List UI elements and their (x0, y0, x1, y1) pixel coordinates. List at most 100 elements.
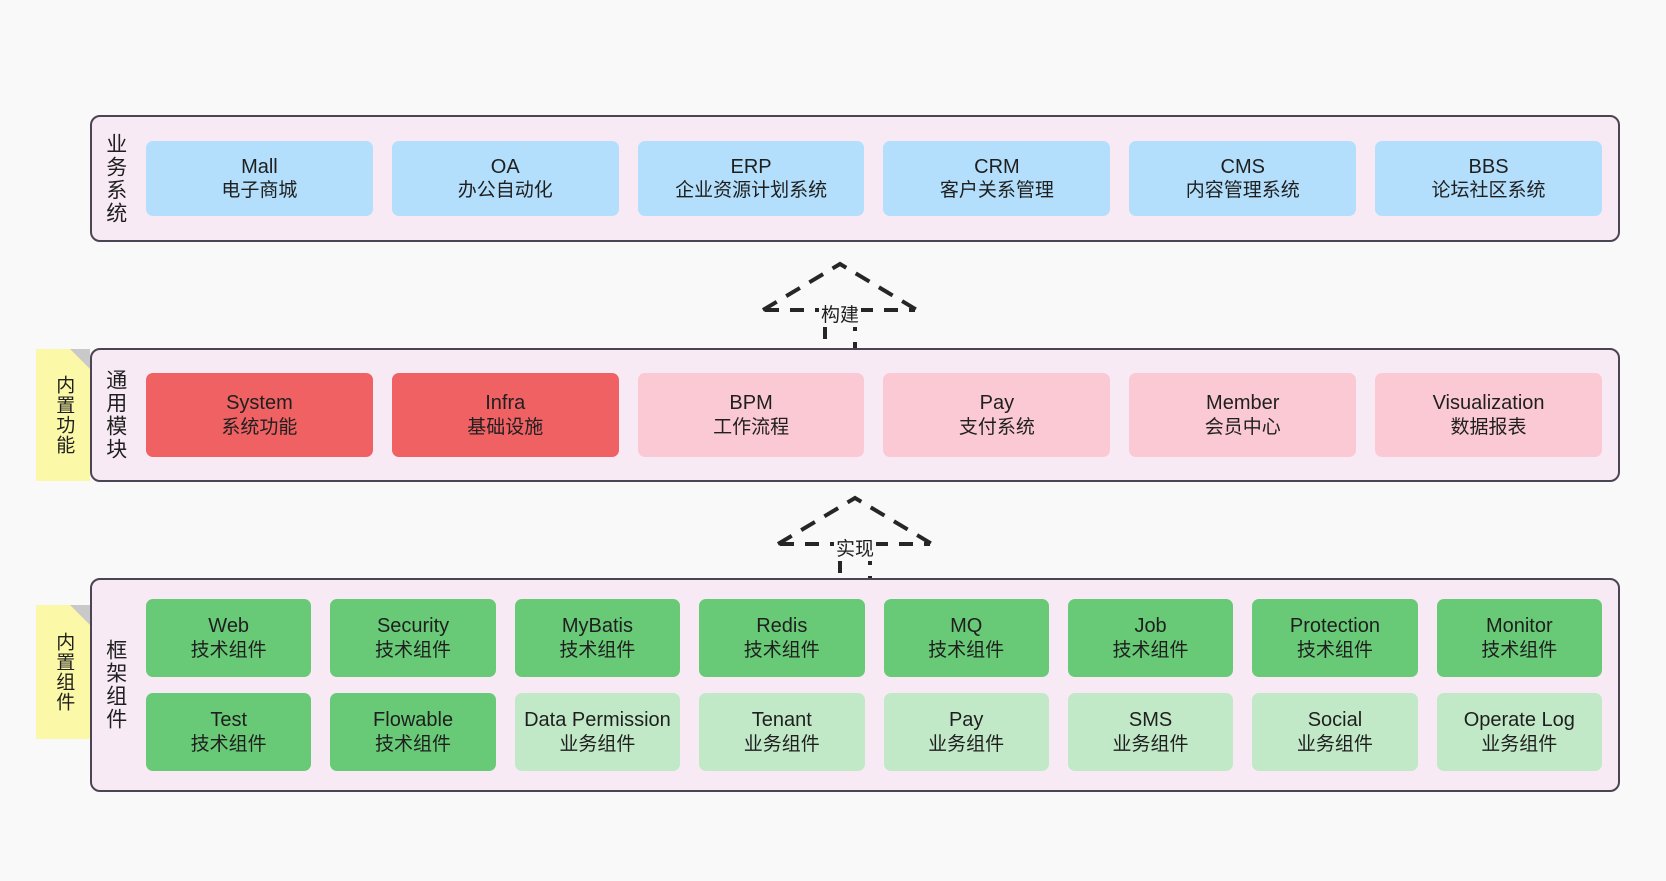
module-name: Test (210, 709, 248, 732)
module-subtitle: 会员中心 (1204, 416, 1281, 438)
module-box-bbs[interactable]: BBS 论坛社区系统 (1375, 141, 1602, 216)
module-box-erp[interactable]: ERP 企业资源计划系统 (637, 141, 865, 216)
module-box-crm[interactable]: CRM 客户关系管理 (883, 141, 1111, 216)
module-name: Social (1307, 709, 1363, 732)
module-subtitle: 工作流程 (713, 416, 790, 438)
module-subtitle: 技术组件 (559, 639, 636, 661)
module-box-mybatis[interactable]: MyBatis 技术组件 (514, 599, 681, 677)
module-name: ERP (730, 155, 772, 178)
layer-common-module: 通用模块 System 系统功能 Infra 基础设施 BPM 工作流程 Pay… (90, 348, 1620, 482)
sticky-note-built-in-component: 内置组件 (36, 605, 90, 739)
module-subtitle: 技术组件 (928, 639, 1005, 661)
module-name: MyBatis (561, 615, 633, 638)
layer-business-system: 业务系统 Mall 电子商城 OA 办公自动化 ERP 企业资源计划系统 CRM… (90, 115, 1620, 242)
layer-body-common-module: System 系统功能 Infra 基础设施 BPM 工作流程 Pay 支付系统… (138, 350, 1618, 480)
module-box-monitor[interactable]: Monitor 技术组件 (1436, 599, 1602, 677)
module-box-test[interactable]: Test 技术组件 (146, 693, 312, 771)
module-box-data-permission[interactable]: Data Permission 业务组件 (514, 693, 681, 771)
module-name: Protection (1289, 615, 1380, 638)
module-subtitle: 企业资源计划系统 (675, 180, 828, 202)
connector-build: 构建 (755, 258, 925, 358)
layer-title-common-module: 通用模块 (103, 369, 127, 461)
module-subtitle: 技术组件 (743, 639, 820, 661)
module-name: Data Permission (524, 709, 671, 732)
layer-framework-component: 框架组件 Web 技术组件 Security 技术组件 MyBatis 技术组件… (90, 578, 1620, 792)
module-name: Pay (948, 709, 984, 732)
layer-row: Test 技术组件 Flowable 技术组件 Data Permission … (146, 693, 1602, 771)
module-name: Web (208, 615, 250, 638)
module-box-security[interactable]: Security 技术组件 (330, 599, 496, 677)
note-fold-corner-icon (70, 349, 90, 369)
module-name: OA (490, 155, 520, 178)
module-box-protection[interactable]: Protection 技术组件 (1252, 599, 1418, 677)
module-box-social[interactable]: Social 业务组件 (1252, 693, 1418, 771)
module-name: Flowable (373, 709, 454, 732)
module-box-oa[interactable]: OA 办公自动化 (391, 141, 619, 216)
module-subtitle: 技术组件 (375, 733, 452, 755)
connector-label-build: 构建 (818, 300, 862, 327)
module-subtitle: 支付系统 (958, 416, 1035, 438)
module-box-infra[interactable]: Infra 基础设施 (391, 373, 619, 457)
layer-row: Web 技术组件 Security 技术组件 MyBatis 技术组件 Redi… (146, 599, 1602, 677)
module-name: BBS (1468, 155, 1509, 178)
module-name: Tenant (751, 709, 812, 732)
layer-body-framework-component: Web 技术组件 Security 技术组件 MyBatis 技术组件 Redi… (138, 580, 1618, 790)
module-box-visualization[interactable]: Visualization 数据报表 (1375, 373, 1602, 457)
module-box-sms[interactable]: SMS 业务组件 (1067, 693, 1234, 771)
module-subtitle: 电子商城 (221, 180, 298, 202)
module-name: CMS (1220, 155, 1265, 178)
connector-implement: 实现 (770, 492, 940, 592)
module-name: Security (376, 615, 450, 638)
module-box-system[interactable]: System 系统功能 (146, 373, 373, 457)
module-name: Monitor (1485, 615, 1553, 638)
module-box-bpm[interactable]: BPM 工作流程 (637, 373, 865, 457)
module-name: Visualization (1432, 392, 1545, 415)
module-name: SMS (1128, 709, 1173, 732)
module-name: Job (1134, 615, 1167, 638)
note-text: 内置组件 (53, 632, 75, 712)
module-subtitle: 技术组件 (1112, 639, 1189, 661)
module-subtitle: 业务组件 (1481, 733, 1558, 755)
module-box-tenant[interactable]: Tenant 业务组件 (699, 693, 865, 771)
module-box-pay[interactable]: Pay 支付系统 (883, 373, 1111, 457)
module-box-mall[interactable]: Mall 电子商城 (146, 141, 373, 216)
module-subtitle: 业务组件 (743, 733, 820, 755)
module-box-cms[interactable]: CMS 内容管理系统 (1129, 141, 1357, 216)
module-subtitle: 内容管理系统 (1185, 180, 1300, 202)
module-subtitle: 业务组件 (928, 733, 1005, 755)
module-subtitle: 业务组件 (559, 733, 636, 755)
layer-title-business-system: 业务系统 (103, 132, 127, 225)
module-subtitle: 业务组件 (1112, 733, 1189, 755)
sticky-note-built-in-function: 内置功能 (36, 349, 90, 481)
module-subtitle: 技术组件 (190, 733, 267, 755)
module-box-flowable[interactable]: Flowable 技术组件 (330, 693, 496, 771)
module-subtitle: 客户关系管理 (939, 180, 1054, 202)
module-box-pay-component[interactable]: Pay 业务组件 (883, 693, 1049, 771)
layer-title-framework-component: 框架组件 (103, 639, 127, 731)
module-box-redis[interactable]: Redis 技术组件 (699, 599, 865, 677)
module-name: Pay (979, 392, 1015, 415)
layer-body-business-system: Mall 电子商城 OA 办公自动化 ERP 企业资源计划系统 CRM 客户关系… (138, 117, 1618, 240)
module-name: Operate Log (1463, 709, 1575, 732)
module-subtitle: 技术组件 (1481, 639, 1558, 661)
module-box-job[interactable]: Job 技术组件 (1067, 599, 1234, 677)
module-subtitle: 技术组件 (375, 639, 452, 661)
module-subtitle: 办公自动化 (457, 180, 553, 202)
module-subtitle: 技术组件 (190, 639, 267, 661)
module-subtitle: 基础设施 (467, 416, 544, 438)
module-subtitle: 论坛社区系统 (1431, 180, 1546, 202)
module-box-web[interactable]: Web 技术组件 (146, 599, 312, 677)
module-name: Infra (485, 392, 526, 415)
module-name: CRM (974, 155, 1020, 178)
module-box-operate-log[interactable]: Operate Log 业务组件 (1436, 693, 1602, 771)
module-box-mq[interactable]: MQ 技术组件 (883, 599, 1049, 677)
module-name: Mall (241, 155, 278, 178)
module-subtitle: 系统功能 (221, 416, 298, 438)
module-subtitle: 技术组件 (1296, 639, 1373, 661)
note-fold-corner-icon (70, 605, 90, 625)
module-name: Member (1206, 392, 1280, 415)
module-box-member[interactable]: Member 会员中心 (1129, 373, 1357, 457)
module-name: MQ (950, 615, 983, 638)
connector-label-implement: 实现 (833, 534, 877, 561)
